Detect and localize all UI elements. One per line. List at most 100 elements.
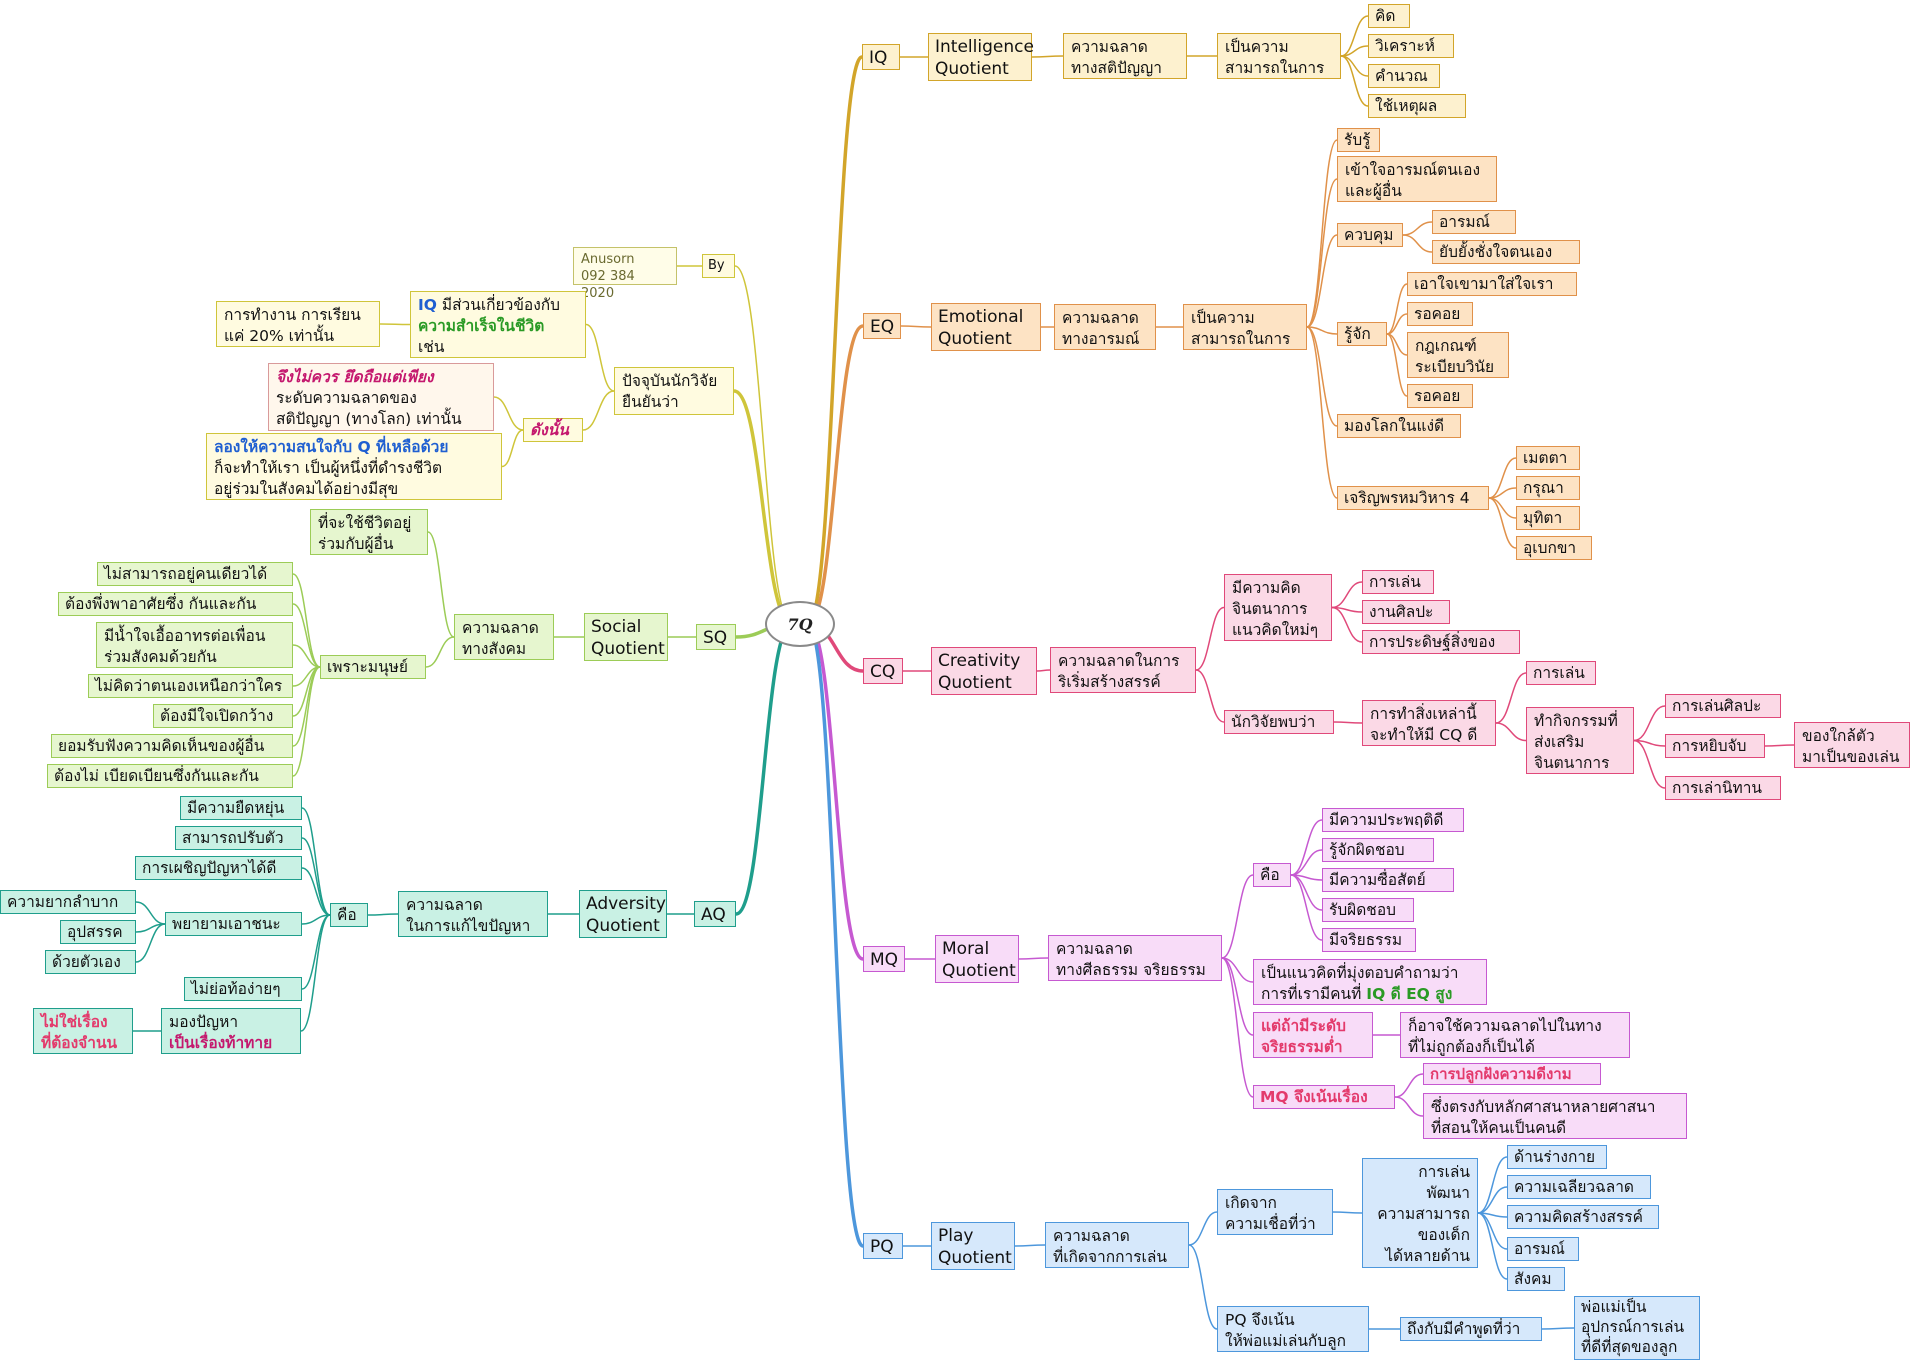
iq-item[interactable]: ใช้เหตุผล bbox=[1368, 94, 1466, 118]
sq-because-item[interactable]: ไม่คิดว่าตนเองเหนือกว่าใคร bbox=[88, 674, 293, 698]
aq-no-give-node[interactable]: ไม่ย่อท้อง่ายๆ bbox=[184, 977, 302, 1001]
eq-know-node[interactable]: รู้จัก bbox=[1337, 322, 1387, 346]
sq-because-item[interactable]: ต้องมีใจเปิดกว้าง bbox=[153, 704, 293, 728]
iq-item[interactable]: คิด bbox=[1368, 4, 1410, 28]
eq-brahma-item[interactable]: อุเบกขา bbox=[1516, 536, 1592, 560]
eq-brahma-item[interactable]: กรุณา bbox=[1516, 476, 1580, 500]
sq-meaning-node[interactable]: ความฉลาด ทางสังคม bbox=[454, 614, 554, 660]
eq-positive-node[interactable]: มองโลกในแง่ดี bbox=[1337, 414, 1461, 438]
sq-live-with-node[interactable]: ที่จะใช้ชีวิตอยู่ ร่วมกับผู้อื่น bbox=[310, 509, 428, 555]
eq-know-item[interactable]: กฎเกณฑ์ ระเบียบวินัย bbox=[1407, 332, 1509, 378]
aq-is-node[interactable]: คือ bbox=[330, 903, 368, 927]
aq-face-node[interactable]: การเผชิญปัญหาได้ดี bbox=[135, 856, 302, 880]
eq-brahma-node[interactable]: เจริญพรหมวิหาร 4 bbox=[1337, 486, 1489, 510]
cq-imagination-node[interactable]: มีความคิด จินตนาการ แนวคิดใหม่ๆ bbox=[1224, 574, 1332, 641]
pq-develop-item[interactable]: อารมณ์ bbox=[1507, 1237, 1579, 1261]
research-node[interactable]: ปัจจุบันนักวิจัย ยืนยันว่า bbox=[614, 367, 734, 415]
pq-origin-node[interactable]: เกิดจาก ความเชื่อที่ว่า bbox=[1217, 1189, 1333, 1235]
pq-parents-node[interactable]: PQ จึงเน้น ให้พ่อแม่เล่นกับลูก bbox=[1217, 1306, 1369, 1352]
mq-trait-item[interactable]: รู้จักผิดชอบ bbox=[1322, 838, 1434, 862]
cq-imagination-item[interactable]: การประดิษฐ์สิ่งของ bbox=[1362, 630, 1520, 654]
aq-flex-node[interactable]: มีความยืดหยุ่น bbox=[180, 796, 302, 820]
cq-nearby-node[interactable]: ของใกล้ตัว มาเป็นของเล่น bbox=[1794, 722, 1910, 768]
mq-trait-item[interactable]: มีความซื่อสัตย์ bbox=[1322, 868, 1454, 892]
iq-claim-node[interactable]: IQ มีส่วนเกี่ยวข้องกับความสำเร็จในชีวิตเ… bbox=[410, 291, 586, 358]
sq-because-node[interactable]: เพราะมนุษย์ bbox=[320, 655, 426, 679]
mq-low-node[interactable]: แต่ถ้ามีระดับ จริยธรรมต่ำ bbox=[1253, 1012, 1373, 1058]
mq-trait-item[interactable]: รับผิดชอบ bbox=[1322, 898, 1414, 922]
sq-because-item[interactable]: ต้องไม่ เบียดเบียนซึ่งกันและกัน bbox=[47, 764, 293, 788]
pq-code-node[interactable]: PQ bbox=[863, 1233, 903, 1259]
eq-name-node[interactable]: Emotional Quotient bbox=[931, 303, 1041, 351]
sq-because-item[interactable]: ยอมรับฟังความคิดเห็นของผู้อื่น bbox=[51, 734, 293, 758]
cq-meaning-node[interactable]: ความฉลาดในการ ริเริ่มสร้างสรรค์ bbox=[1050, 647, 1196, 693]
eq-understand-node[interactable]: เข้าใจอารมณ์ตนเอง และผู้อื่น bbox=[1337, 156, 1497, 202]
cq-doing-node[interactable]: การทำสิ่งเหล่านี้ จะทำให้มี CQ ดี bbox=[1362, 700, 1496, 746]
cq-activity-item[interactable]: การเล่นศิลปะ bbox=[1665, 694, 1781, 718]
sq-because-item[interactable]: ต้องพึ่งพาอาศัยซึ่ง กันและกัน bbox=[58, 592, 293, 616]
pq-saying-node[interactable]: ถึงกับมีคำพูดที่ว่า bbox=[1400, 1317, 1542, 1341]
mq-trait-item[interactable]: มีจริยธรรม bbox=[1322, 928, 1416, 952]
pq-toy-node[interactable]: พ่อแม่เป็น อุปกรณ์การเล่น ที่ดีที่สุดของ… bbox=[1574, 1296, 1700, 1360]
pq-name-node[interactable]: Play Quotient bbox=[931, 1222, 1015, 1270]
pq-develop-item[interactable]: ความเฉลียวฉลาด bbox=[1507, 1175, 1651, 1199]
sq-because-item[interactable]: ไม่สามารถอยู่คนเดียวได้ bbox=[97, 562, 293, 586]
cq-imagination-item[interactable]: งานศิลปะ bbox=[1362, 600, 1450, 624]
eq-perceive-node[interactable]: รับรู้ bbox=[1337, 128, 1380, 152]
eq-ability-node[interactable]: เป็นความ สามารถในการ bbox=[1183, 304, 1307, 350]
aq-persevere-item[interactable]: ด้วยตัวเอง bbox=[45, 950, 136, 974]
iq-item[interactable]: คำนวณ bbox=[1368, 64, 1440, 88]
aq-code-node[interactable]: AQ bbox=[694, 901, 736, 927]
sq-name-node[interactable]: Social Quotient bbox=[584, 613, 668, 661]
mq-concept-node[interactable]: เป็นแนวคิดที่มุ่งตอบคำถามว่า การที่เรามี… bbox=[1253, 959, 1487, 1005]
mq-religion-node[interactable]: ซึ่งตรงกับหลักศาสนาหลายศาสนา ที่สอนให้คน… bbox=[1423, 1093, 1687, 1139]
eq-control-node[interactable]: ควบคุม bbox=[1337, 223, 1403, 247]
iq-item[interactable]: วิเคราะห์ bbox=[1368, 34, 1454, 58]
mq-meaning-node[interactable]: ความฉลาด ทางศีลธรรม จริยธรรม bbox=[1048, 935, 1222, 981]
pq-develop-item[interactable]: ความคิดสร้างสรรค์ bbox=[1507, 1205, 1659, 1229]
eq-meaning-node[interactable]: ความฉลาด ทางอารมณ์ bbox=[1054, 304, 1156, 350]
pq-develop-item[interactable]: ด้านร่างกาย bbox=[1507, 1145, 1607, 1169]
mq-trait-item[interactable]: มีความประพฤติดี bbox=[1322, 808, 1464, 832]
mq-code-node[interactable]: MQ bbox=[863, 946, 905, 972]
pq-develop-node[interactable]: การเล่น พัฒนา ความสามารถ ของเด็ก ได้หลาย… bbox=[1362, 1158, 1478, 1268]
cq-found-node[interactable]: นักวิจัยพบว่า bbox=[1224, 710, 1334, 734]
pq-meaning-node[interactable]: ความฉลาด ที่เกิดจากการเล่น bbox=[1045, 1222, 1189, 1268]
by-node[interactable]: By bbox=[702, 254, 735, 278]
eq-know-item[interactable]: เอาใจเขามาใส่ใจเรา bbox=[1407, 272, 1577, 296]
try-other-node[interactable]: ลองให้ความสนใจกับ Q ที่เหลือด้วยก็จะทำให… bbox=[206, 433, 502, 500]
eq-code-node[interactable]: EQ bbox=[863, 313, 901, 339]
eq-control-item[interactable]: อารมณ์ bbox=[1432, 210, 1516, 234]
eq-control-item[interactable]: ยับยั้งชั่งใจตนเอง bbox=[1432, 240, 1580, 264]
root-node[interactable]: 7Q bbox=[765, 601, 835, 647]
work-study-node[interactable]: การทำงาน การเรียน แค่ 20% เท่านั้น bbox=[216, 301, 380, 347]
author-node[interactable]: Anusorn 092 384 2020 bbox=[573, 247, 677, 301]
cq-name-node[interactable]: Creativity Quotient bbox=[931, 647, 1037, 695]
aq-persevere-item[interactable]: อุปสรรค bbox=[60, 920, 136, 944]
cq-activity-item[interactable]: การหยิบจับ bbox=[1665, 734, 1765, 758]
mq-focus-node[interactable]: MQ จึงเน้นเรื่อง bbox=[1253, 1085, 1395, 1109]
eq-brahma-item[interactable]: เมตตา bbox=[1516, 446, 1580, 470]
dont-rely-node[interactable]: จึงไม่ควร ยึดถือแต่เพียงระดับความฉลาดของ… bbox=[268, 363, 494, 431]
cq-imagination-item[interactable]: การเล่น bbox=[1362, 570, 1434, 594]
eq-know-item[interactable]: รอคอย bbox=[1407, 302, 1473, 326]
cq-play-node[interactable]: การเล่น bbox=[1526, 661, 1596, 685]
cq-code-node[interactable]: CQ bbox=[863, 658, 903, 684]
mq-cultivate-node[interactable]: การปลูกฝังความดีงาม bbox=[1423, 1063, 1601, 1085]
eq-know-item[interactable]: รอคอย bbox=[1407, 384, 1473, 408]
sq-code-node[interactable]: SQ bbox=[696, 624, 736, 650]
iq-name-node[interactable]: Intelligence Quotient bbox=[928, 33, 1034, 81]
aq-meaning-node[interactable]: ความฉลาด ในการแก้ไขปัญหา bbox=[398, 891, 548, 937]
mq-name-node[interactable]: Moral Quotient bbox=[935, 935, 1019, 983]
cq-activity-item[interactable]: การเล่านิทาน bbox=[1665, 776, 1781, 800]
pq-develop-item[interactable]: สังคม bbox=[1507, 1267, 1565, 1291]
aq-see-node[interactable]: มองปัญหาเป็นเรื่องท้าทาย bbox=[161, 1008, 301, 1054]
mq-is-node[interactable]: คือ bbox=[1253, 863, 1291, 887]
aq-persevere-node[interactable]: พยายามเอาชนะ bbox=[165, 912, 302, 936]
sq-because-item[interactable]: มีน้ำใจเอื้ออาทรต่อเพื่อน ร่วมสังคมด้วยก… bbox=[96, 622, 293, 668]
iq-meaning-node[interactable]: ความฉลาด ทางสติปัญญา bbox=[1063, 33, 1187, 79]
iq-code-node[interactable]: IQ bbox=[862, 44, 900, 70]
mq-misuse-node[interactable]: ก็อาจใช้ความฉลาดไปในทาง ที่ไม่ถูกต้องก็เ… bbox=[1400, 1012, 1630, 1058]
aq-not-surrender-node[interactable]: ไม่ใช่เรื่อง ที่ต้องจำนน bbox=[33, 1008, 133, 1054]
aq-persevere-item[interactable]: ความยากลำบาก bbox=[0, 890, 136, 914]
